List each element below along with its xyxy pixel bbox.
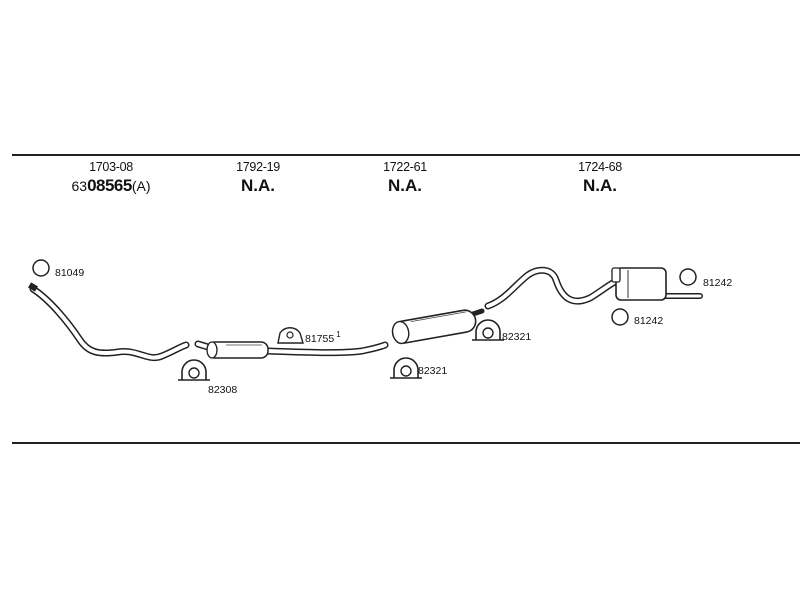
- rubber-ring-icon: [611, 308, 629, 326]
- clamp-mid-lower-label: 82321: [418, 365, 447, 377]
- gasket-ring-icon: [32, 259, 50, 277]
- u-clamp-icon: [472, 319, 504, 341]
- part-number: 1724-68: [578, 160, 622, 174]
- part-number: 1703-08: [89, 160, 133, 174]
- availability-status: N.A.: [241, 176, 275, 195]
- rear-silencer: [611, 267, 703, 301]
- rubber-ring-icon: [679, 268, 697, 286]
- u-clamp-icon: [178, 359, 210, 381]
- rubber-upper-label: 81242: [703, 277, 732, 289]
- tail-pipe: [484, 266, 622, 310]
- u-clamp-icon: [390, 357, 422, 379]
- column-middle-silencer: 1722-61 N.A.: [335, 160, 475, 196]
- bottom-divider-line: [12, 442, 800, 444]
- rubber-lower-label: 81242: [634, 315, 663, 327]
- hanger-part-number: 81755: [305, 333, 334, 345]
- column-rear-silencer: 1724-68 N.A.: [530, 160, 670, 196]
- availability-status: N.A.: [388, 176, 422, 195]
- front-pipe: [28, 282, 190, 361]
- reference-suffix: (A): [131, 178, 151, 194]
- reference-number: 6308565(A): [41, 176, 181, 197]
- reference-prefix: 63: [71, 178, 88, 194]
- availability-status: N.A.: [583, 176, 617, 195]
- reference-main: 08565: [87, 176, 132, 195]
- clamp-front-label: 82308: [208, 384, 237, 396]
- hanger-icon: [277, 327, 304, 344]
- middle-silencer: [391, 308, 485, 345]
- hanger-note-marker: 1: [336, 330, 341, 339]
- top-divider-line: [12, 154, 800, 156]
- part-number: 1722-61: [383, 160, 427, 174]
- part-number: 1792-19: [236, 160, 280, 174]
- column-center-pipe: 1792-19 N.A.: [188, 160, 328, 196]
- column-front-pipe: 1703-08 6308565(A): [41, 160, 181, 197]
- gasket-front-label: 81049: [55, 267, 84, 279]
- center-pipe: [194, 340, 389, 359]
- clamp-mid-upper-label: 82321: [502, 331, 531, 343]
